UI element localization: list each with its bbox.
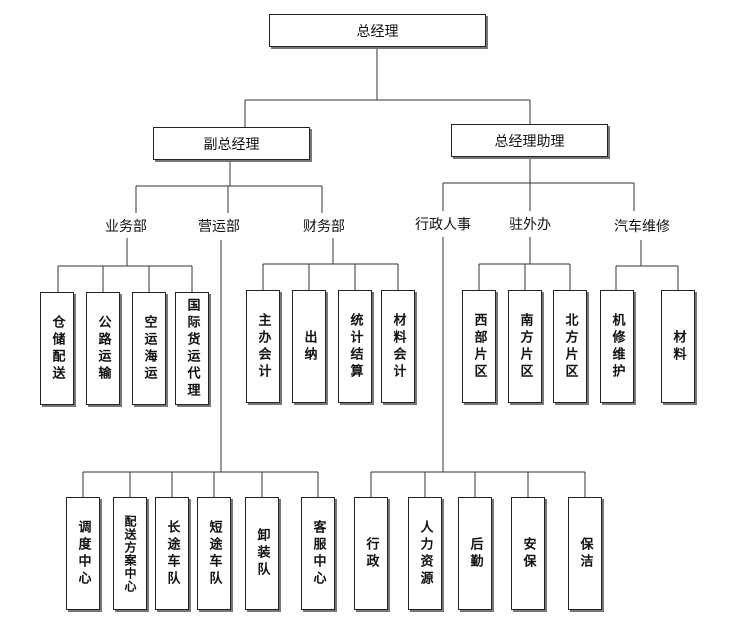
unit-label: 保洁 [577, 536, 593, 571]
unit-office-0: 西部片区 [462, 290, 496, 403]
unit-label: 长途车队 [164, 519, 180, 588]
unit-label: 调度中心 [75, 519, 91, 588]
dept-business: 业务部 [95, 213, 157, 238]
gm-assistant-label: 总经理助理 [494, 133, 565, 150]
unit-finance-2: 统计结算 [338, 290, 372, 403]
unit-label: 公路运输 [95, 314, 111, 383]
unit-label: 南方片区 [517, 312, 533, 381]
unit-finance-3: 材料会计 [381, 290, 415, 403]
unit-admin-0: 行政 [354, 497, 388, 610]
dept-operations-label: 营运部 [198, 218, 240, 235]
dept-finance-label: 财务部 [303, 218, 345, 235]
unit-label: 行政 [363, 536, 379, 571]
unit-office-2: 北方片区 [553, 290, 587, 403]
unit-label: 仓储配送 [49, 314, 65, 383]
dept-admin-hr: 行政人事 [401, 211, 485, 237]
unit-label: 客服中心 [310, 519, 326, 588]
unit-finance-1: 出纳 [292, 290, 326, 403]
unit-label: 机修维护 [609, 312, 625, 381]
unit-operations-1: 配送方案中心 [113, 497, 147, 610]
dept-vehicle-repair: 汽车维修 [600, 211, 684, 240]
unit-label: 主办会计 [255, 312, 271, 381]
unit-operations-2: 长途车队 [155, 497, 189, 610]
unit-label: 短途车队 [206, 519, 222, 588]
dept-operations: 营运部 [188, 213, 250, 238]
unit-label: 出纳 [301, 329, 317, 364]
unit-business-0: 仓储配送 [40, 292, 74, 405]
unit-office-1: 南方片区 [508, 290, 542, 403]
unit-operations-3: 短途车队 [197, 497, 231, 610]
unit-admin-1: 人力资源 [408, 497, 442, 610]
unit-business-3: 国际货运代理 [175, 292, 209, 405]
unit-finance-0: 主办会计 [246, 290, 280, 403]
general-manager-label: 总经理 [356, 23, 399, 40]
unit-operations-5: 客服中心 [301, 497, 335, 610]
general-manager-box: 总经理 [269, 14, 486, 47]
gm-assistant-box: 总经理助理 [451, 124, 608, 157]
unit-label: 后勤 [467, 536, 483, 571]
unit-label: 北方片区 [562, 312, 578, 381]
unit-label: 安保 [520, 536, 536, 571]
unit-vehicle-1: 材料 [661, 290, 695, 403]
unit-label: 材料会计 [390, 312, 406, 381]
unit-label: 材料 [670, 329, 686, 364]
unit-label: 空运海运 [141, 314, 157, 383]
dept-finance: 财务部 [293, 213, 355, 238]
unit-admin-2: 后勤 [458, 497, 492, 610]
unit-admin-3: 安保 [511, 497, 545, 610]
unit-label: 卸装队 [254, 528, 270, 579]
unit-label: 国际货运代理 [184, 297, 200, 400]
unit-admin-4: 保洁 [568, 497, 602, 610]
dept-office-label: 驻外办 [509, 217, 551, 233]
dept-office: 驻外办 [491, 211, 569, 237]
unit-vehicle-0: 机修维护 [600, 290, 634, 403]
deputy-general-manager-box: 副总经理 [153, 127, 310, 160]
dept-vehicle-repair-label: 汽车维修 [614, 218, 670, 235]
deputy-general-manager-label: 副总经理 [203, 136, 260, 153]
dept-admin-hr-label: 行政人事 [415, 217, 471, 233]
unit-label: 配送方案中心 [123, 514, 137, 593]
dept-business-label: 业务部 [105, 218, 147, 235]
unit-label: 西部片区 [471, 312, 487, 381]
unit-label: 统计结算 [347, 312, 363, 381]
unit-business-1: 公路运输 [86, 292, 120, 405]
unit-label: 人力资源 [417, 519, 433, 588]
unit-business-2: 空运海运 [132, 292, 166, 405]
unit-operations-4: 卸装队 [245, 497, 279, 610]
unit-operations-0: 调度中心 [66, 497, 100, 610]
